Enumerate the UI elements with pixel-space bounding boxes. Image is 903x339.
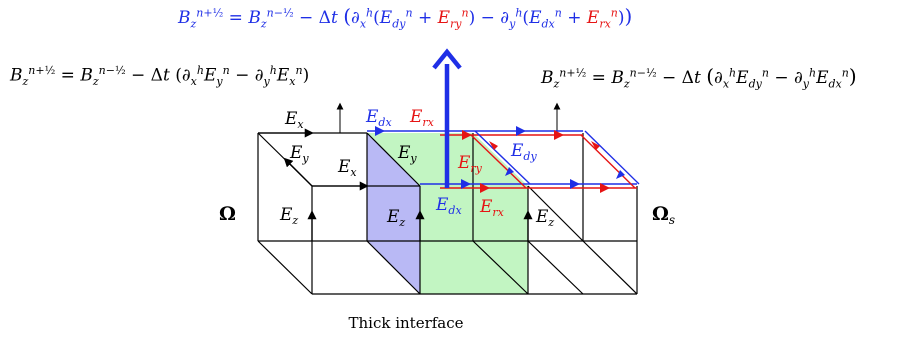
label-ez-mid: Ez: [386, 207, 405, 229]
label-edy: Edy: [510, 141, 537, 163]
left-equation: Bzn+½ = Bzn−½ − Δt (∂xhEyn − ∂yhExn): [10, 64, 310, 89]
caption: Thick interface: [348, 314, 463, 332]
label-ez-right: Ez: [535, 207, 554, 229]
label-ex-front: Ex: [337, 157, 357, 179]
big-blue-arrow: [432, 48, 462, 188]
label-edx-top: Edx: [365, 107, 392, 129]
box-wireframe: [257, 132, 638, 295]
colored-arrowheads: [375, 126, 625, 193]
label-erx-front: Erx: [479, 197, 505, 219]
black-arrows: [258, 102, 561, 241]
label-erx-top: Erx: [409, 107, 435, 129]
label-omega-s: Ωs: [652, 203, 675, 227]
label-ez-left: Ez: [279, 205, 298, 227]
top-equation: Bzn+½ = Bzn−½ − Δt (∂xh(Edyn + Eryn) − ∂…: [178, 4, 633, 31]
green-face-front: [420, 186, 528, 294]
label-omega: Ω: [219, 203, 236, 225]
label-ey-left: Ey: [289, 143, 309, 165]
right-equation: Bzn+½ = Bzn−½ − Δt (∂xhEdyn − ∂yhEdxn): [541, 64, 857, 91]
label-ery: Ery: [457, 153, 483, 175]
label-edx-front: Edx: [435, 195, 462, 217]
label-ex-back: Ex: [284, 109, 304, 131]
label-ey-mid: Ey: [397, 143, 417, 165]
